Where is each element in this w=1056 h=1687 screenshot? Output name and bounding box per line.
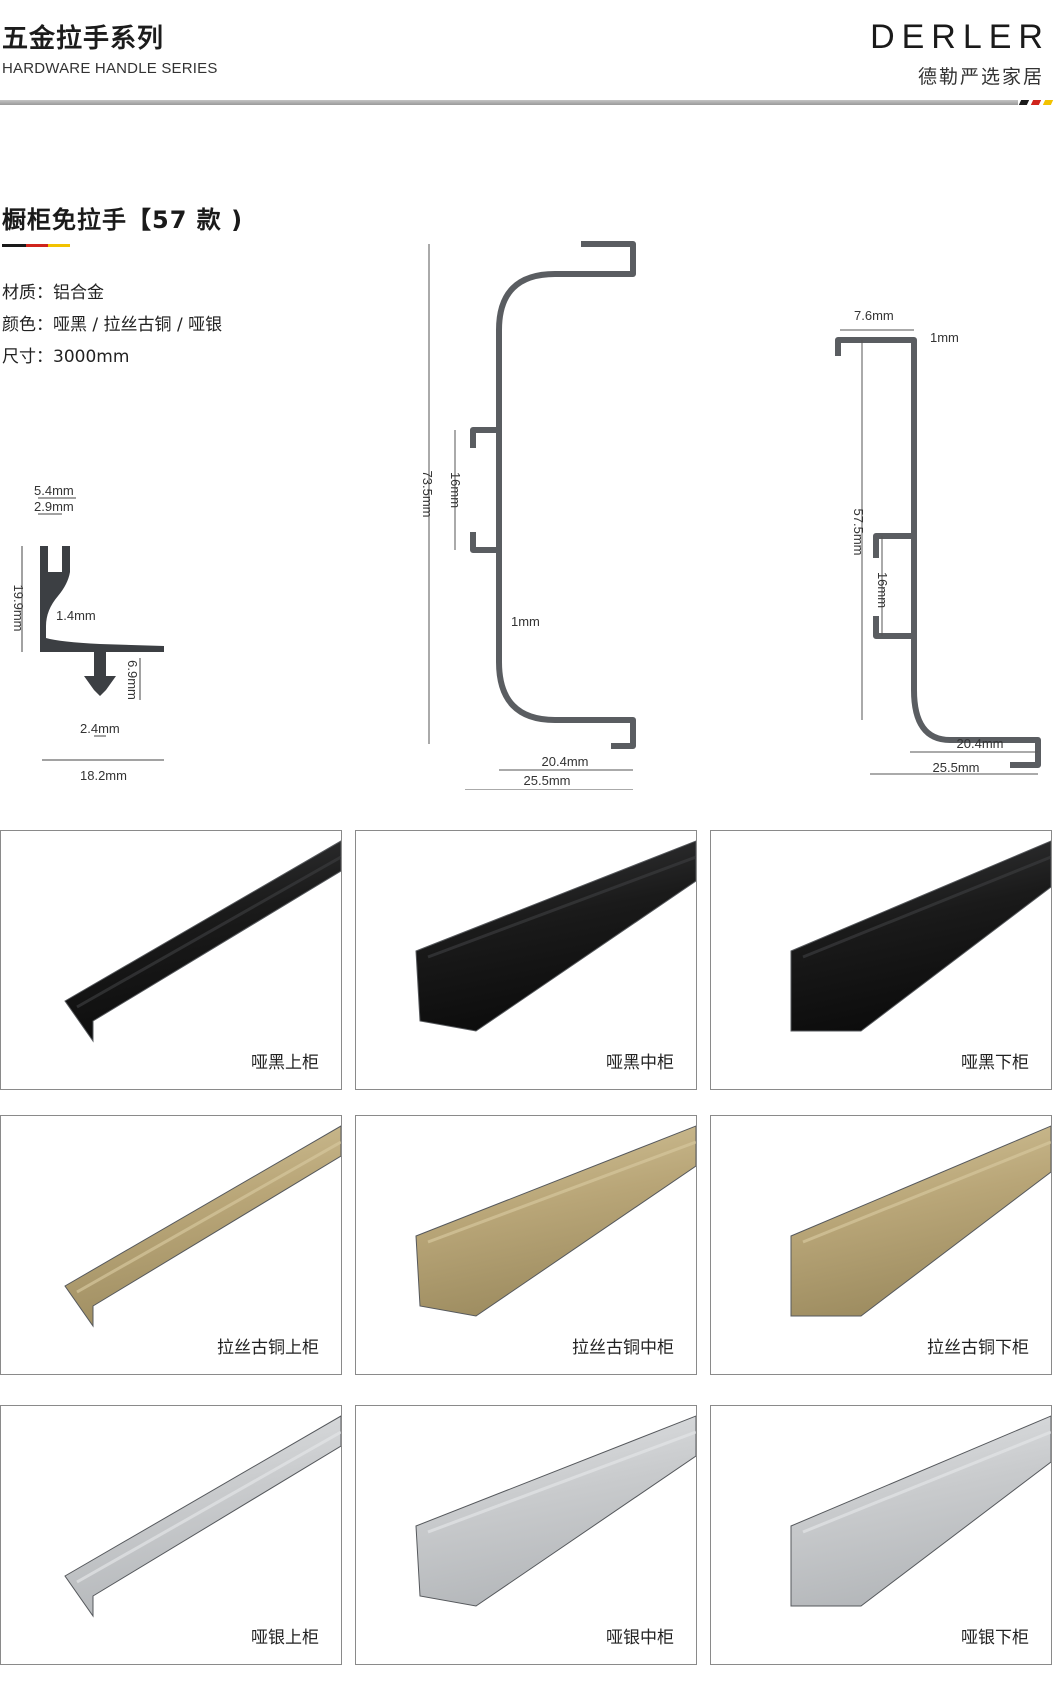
flag-stripe-red: [1030, 100, 1042, 105]
product-image: [415, 1125, 696, 1317]
product-label: 哑黑中柜: [606, 1053, 674, 1073]
dim-1-mid: 1mm: [511, 614, 540, 629]
product-image: [64, 1415, 341, 1618]
flag-stripe-black: [1018, 100, 1030, 105]
section-title: 橱柜免拉手【57 款 ): [2, 206, 244, 234]
dim-5-4: 5.4mm: [34, 483, 74, 498]
product-card: 哑银中柜: [355, 1405, 697, 1665]
product-image: [790, 840, 1051, 1032]
page-subtitle: HARDWARE HANDLE SERIES: [2, 60, 218, 77]
product-label: 哑黑上柜: [251, 1053, 319, 1073]
brand-tagline: 德勒严选家居: [917, 66, 1044, 88]
product-card: 拉丝古铜上柜: [0, 1115, 342, 1375]
dim-19-9: 19.9mm: [11, 585, 26, 632]
dim-20-4-mid: 20.4mm: [542, 754, 589, 769]
flag-stripe-yellow: [1042, 100, 1054, 105]
product-label: 哑银上柜: [251, 1628, 319, 1648]
page-title: 五金拉手系列: [2, 24, 165, 54]
brand-logo: DERLER: [870, 18, 1050, 56]
product-label: 哑黑下柜: [961, 1053, 1029, 1073]
product-image: [64, 1125, 341, 1328]
product-label: 哑银中柜: [606, 1628, 674, 1648]
diagram-middle-profile: 73.5mm 16mm 1mm 20.4mm 25.5mm: [420, 241, 636, 790]
product-card: 哑黑上柜: [0, 830, 342, 1090]
dim-25-5-low: 25.5mm: [933, 760, 980, 775]
section-accent-red: [26, 244, 48, 247]
spec-color: 颜色：哑黑 / 拉丝古铜 / 哑银: [2, 315, 223, 335]
product-label: 拉丝古铜上柜: [217, 1338, 319, 1358]
dim-20-4-low: 20.4mm: [957, 736, 1004, 751]
product-image: [64, 840, 341, 1043]
diagram-lower-profile: 7.6mm 1mm 57.5mm 16mm 20.4mm 25.5mm: [835, 308, 1041, 775]
product-image: [790, 1415, 1051, 1607]
dim-1-low: 1mm: [930, 330, 959, 345]
product-card: 哑黑中柜: [355, 830, 697, 1090]
product-card: 拉丝古铜中柜: [355, 1115, 697, 1375]
product-image: [415, 1415, 696, 1607]
product-label: 拉丝古铜中柜: [572, 1338, 674, 1358]
product-card: 拉丝古铜下柜: [710, 1115, 1052, 1375]
section-accent-yellow: [48, 244, 70, 247]
dim-16-low: 16mm: [875, 572, 890, 608]
product-card: 哑黑下柜: [710, 830, 1052, 1090]
dim-2-9: 2.9mm: [34, 499, 74, 514]
product-label: 哑银下柜: [961, 1628, 1029, 1648]
dim-1-4: 1.4mm: [56, 608, 96, 623]
dim-18-2: 18.2mm: [80, 768, 127, 780]
spec-material: 材质：铝合金: [2, 283, 104, 303]
product-card: 哑银下柜: [710, 1405, 1052, 1665]
spec-size: 尺寸：3000mm: [2, 347, 130, 367]
product-image: [790, 1125, 1051, 1317]
diagram-upper-profile: 5.4mm 2.9mm 19.9mm 1.4mm 6.9mm 2.4mm 18.…: [11, 483, 164, 780]
dim-57-5: 57.5mm: [851, 509, 866, 556]
dim-6-9: 6.9mm: [125, 660, 140, 700]
dim-25-5-mid: 25.5mm: [524, 773, 571, 788]
product-label: 拉丝古铜下柜: [927, 1338, 1029, 1358]
dim-7-6: 7.6mm: [854, 308, 894, 323]
product-card: 哑银上柜: [0, 1405, 342, 1665]
dim-2-4: 2.4mm: [80, 721, 120, 736]
dim-73-5: 73.5mm: [420, 471, 435, 518]
section-accent-black: [2, 244, 26, 247]
dim-16-mid: 16mm: [448, 472, 463, 508]
product-image: [415, 840, 696, 1032]
header-divider: [0, 100, 1018, 105]
